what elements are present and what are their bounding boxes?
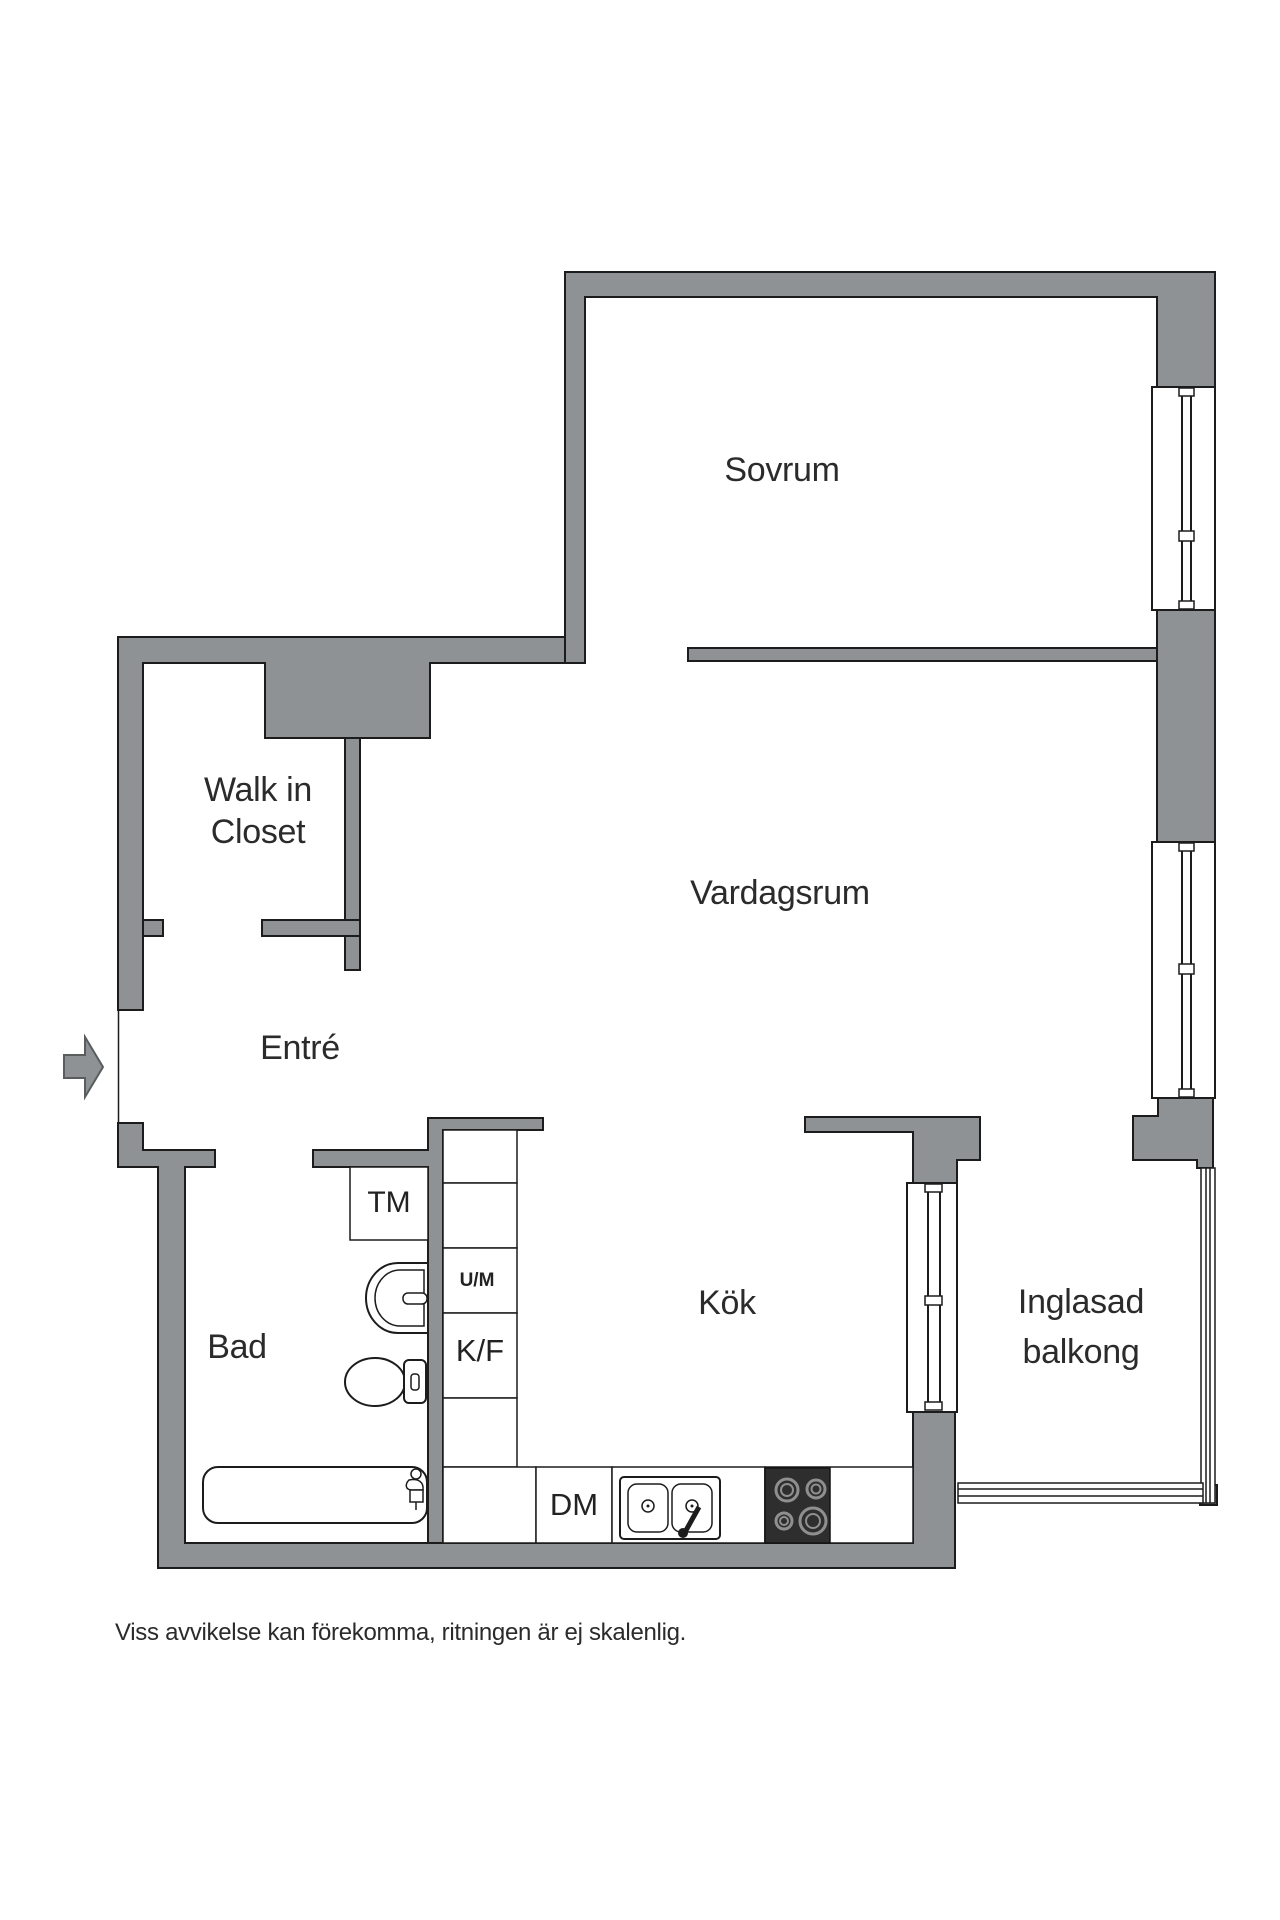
right-wall-between-windows: [1156, 609, 1216, 843]
balcony-glazing-right: [1200, 1167, 1216, 1504]
bathtub: [202, 1466, 428, 1524]
kok-label: Kök: [698, 1284, 756, 1322]
balcony-glazing: [957, 1167, 1216, 1504]
inglasad-balkong-label-line1: Inglasad: [1017, 1283, 1145, 1321]
entre-label: Entré: [260, 1029, 340, 1067]
closet-bottom-wall: [261, 919, 361, 937]
closet-door-stub: [142, 919, 164, 937]
balcony-glazing-bottom: [957, 1482, 1204, 1504]
right-wall-balcony-block: [1132, 1097, 1214, 1169]
kf-label: K/F: [455, 1333, 505, 1368]
cabinet-box-kf: [442, 1312, 518, 1399]
counter-corner-upper: [442, 1397, 518, 1468]
kitchen-sink: [619, 1476, 721, 1540]
wash-basin: [364, 1262, 429, 1334]
washing-machine-box: [349, 1166, 429, 1241]
cabinet-box-1: [442, 1129, 518, 1184]
walk-in-closet-label-line1: Walk in: [203, 771, 313, 809]
entrance-arrow-icon: [63, 1033, 105, 1101]
sovrum-vardagsrum-wall: [687, 647, 1158, 662]
vardagsrum-label: Vardagsrum: [690, 874, 870, 912]
bathroom-fixtures: [202, 1166, 429, 1524]
sovrum-walls: [564, 271, 1216, 664]
disclaimer-text: Viss avvikelse kan förekomma, ritningen …: [115, 1619, 687, 1646]
sovrum-window: [1151, 386, 1216, 611]
cabinet-box-2: [442, 1182, 518, 1249]
um-label: U/M: [459, 1270, 495, 1291]
closet-top-and-left-wall: [117, 636, 566, 1011]
balcony-door-window: [906, 1182, 958, 1413]
toilet: [344, 1357, 427, 1407]
closet-right-wall: [344, 737, 361, 971]
cabinet-box-um: [442, 1247, 518, 1314]
vardagsrum-window: [1151, 841, 1216, 1099]
stove: [764, 1467, 831, 1544]
walk-in-closet-label-line2: Closet: [210, 813, 306, 851]
sovrum-label: Sovrum: [724, 451, 840, 489]
dm-label: DM: [549, 1487, 599, 1522]
counter-corner-lower: [442, 1466, 537, 1544]
kitchen-top-wall: [804, 1116, 981, 1184]
tm-label: TM: [367, 1186, 411, 1219]
kitchen-fixtures: [442, 1129, 914, 1544]
bad-label: Bad: [207, 1328, 267, 1366]
inglasad-balkong-label: Inglasad balkong: [1018, 1277, 1144, 1377]
inglasad-balkong-label-line2: balkong: [1022, 1333, 1140, 1371]
windows: [906, 386, 1216, 1413]
counter-dm-cell: [535, 1466, 613, 1544]
walk-in-closet-label: Walk in Closet: [204, 769, 312, 853]
